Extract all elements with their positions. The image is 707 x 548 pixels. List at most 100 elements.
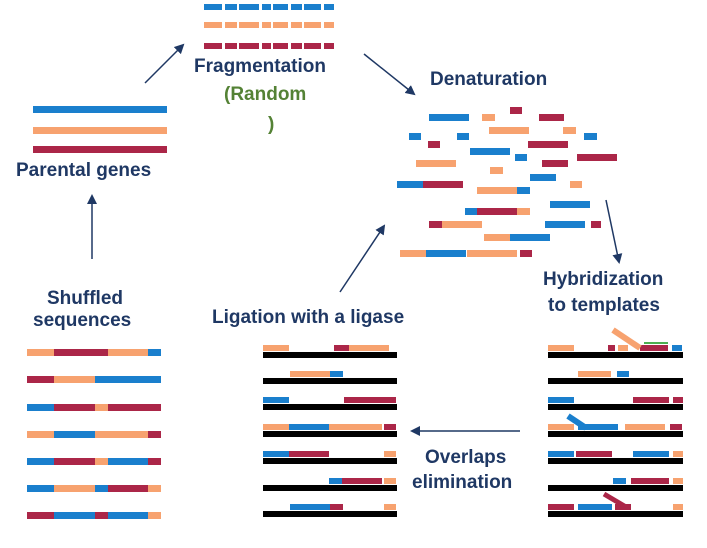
parental-gene-blue bbox=[33, 106, 167, 113]
shuffled-sequence-segment bbox=[108, 458, 148, 465]
fragment-piece bbox=[262, 43, 271, 49]
fragmentation-group bbox=[204, 4, 334, 49]
shuffled-sequence-segment bbox=[108, 512, 148, 519]
denatured-fragment bbox=[397, 181, 423, 188]
fragment-piece bbox=[239, 43, 259, 49]
hybridized-fragment bbox=[640, 345, 668, 351]
overlaps-label: Overlaps bbox=[425, 447, 507, 468]
shuffled-sequence-segment bbox=[108, 404, 148, 411]
template-strand bbox=[548, 458, 683, 464]
shuffled-sequence-segment bbox=[54, 512, 95, 519]
hybridized-fragment bbox=[633, 397, 669, 403]
denatured-fragment bbox=[530, 174, 556, 181]
fragment-piece bbox=[324, 22, 334, 28]
shuffled-sequence-segment bbox=[95, 404, 108, 411]
denatured-fragment bbox=[584, 133, 597, 140]
hybridized-fragment bbox=[576, 451, 612, 457]
ligated-fragment bbox=[290, 371, 330, 377]
denatured-fragment bbox=[577, 154, 617, 161]
shuffled-sequence-segment bbox=[148, 431, 161, 438]
hybridized-fragment bbox=[578, 424, 618, 430]
shuffled-sequence-segment bbox=[54, 458, 95, 465]
fragment-piece bbox=[304, 4, 321, 10]
shuffled-sequence-segment bbox=[148, 485, 161, 492]
denatured-fragment bbox=[570, 181, 582, 188]
fragment-piece bbox=[291, 43, 302, 49]
denatured-fragment bbox=[545, 221, 585, 228]
arrow-to-denaturation bbox=[363, 53, 416, 96]
shuffled-sequence-segment bbox=[54, 404, 95, 411]
shuffled-sequence-segment bbox=[148, 376, 161, 383]
denatured-fragment bbox=[542, 160, 568, 167]
hybridization-label: Hybridization bbox=[543, 269, 664, 290]
shuffled-sequence-segment bbox=[95, 512, 108, 519]
fragment-piece bbox=[291, 4, 302, 10]
denatured-fragment bbox=[429, 221, 442, 228]
ligated-fragment bbox=[384, 424, 396, 430]
ligated-fragment bbox=[384, 451, 396, 457]
fragment-piece bbox=[225, 43, 237, 49]
template-strand bbox=[548, 404, 683, 410]
fragmentation-label: Fragmentation bbox=[194, 56, 326, 77]
ligated-fragment bbox=[289, 424, 329, 430]
shuffled-sequence-segment bbox=[148, 458, 161, 465]
shuffled-sequence-segment bbox=[27, 376, 54, 383]
shuffled-sequence-segment bbox=[27, 512, 54, 519]
shuffled-sequence-segment bbox=[108, 376, 148, 383]
hybridized-fragment bbox=[617, 371, 629, 377]
ligated-fragment bbox=[330, 504, 343, 510]
denatured-fragment bbox=[520, 250, 532, 257]
fragment-piece bbox=[324, 43, 334, 49]
random-label-close: ) bbox=[268, 114, 275, 135]
sequences-label: sequences bbox=[33, 310, 132, 331]
shuffled-sequence-segment bbox=[27, 485, 54, 492]
hybridized-fragment bbox=[673, 451, 683, 457]
shuffled-sequence-segment bbox=[54, 376, 95, 383]
shuffled-sequence-segment bbox=[148, 404, 161, 411]
ligated-fragment bbox=[349, 345, 389, 351]
denatured-fragment bbox=[409, 133, 421, 140]
ligated-fragment bbox=[263, 451, 289, 457]
hybridized-fragment bbox=[548, 397, 574, 403]
overhang-flap bbox=[566, 413, 588, 431]
denatured-fragment bbox=[528, 141, 568, 148]
shuffled-sequence-segment bbox=[27, 458, 54, 465]
ligated-fragment bbox=[263, 424, 289, 430]
ligated-fragment bbox=[329, 424, 382, 430]
parental-genes-label: Parental genes bbox=[16, 160, 152, 181]
denatured-fragment bbox=[416, 160, 456, 167]
template-strand bbox=[548, 511, 683, 517]
denatured-fragment bbox=[423, 181, 463, 188]
denatured-fragment bbox=[426, 250, 466, 257]
shuffled-sequence-segment bbox=[54, 349, 95, 356]
template-strand bbox=[263, 485, 397, 491]
ligated-fragment bbox=[384, 504, 396, 510]
parental-gene-red bbox=[33, 146, 167, 153]
hybridized-fragment bbox=[548, 451, 574, 457]
template-strand bbox=[548, 431, 683, 437]
denatured-fragment bbox=[510, 234, 550, 241]
hybridization-group bbox=[548, 327, 683, 517]
shuffled-sequence-segment bbox=[27, 404, 54, 411]
hybridized-fragment bbox=[672, 345, 682, 351]
ligation-group bbox=[263, 345, 397, 517]
elimination-label: elimination bbox=[412, 472, 513, 493]
fragment-piece bbox=[225, 22, 237, 28]
ligation-label: Ligation with a ligase bbox=[212, 307, 405, 328]
denatured-fragment bbox=[490, 167, 503, 174]
ligated-fragment bbox=[329, 478, 342, 484]
fragment-piece bbox=[304, 22, 321, 28]
hybridized-fragment bbox=[578, 371, 611, 377]
hybridized-fragment bbox=[548, 424, 574, 430]
shuffled-sequence-segment bbox=[27, 349, 54, 356]
fragment-piece bbox=[291, 22, 302, 28]
denatured-fragment bbox=[467, 250, 517, 257]
denatured-fragment bbox=[400, 250, 426, 257]
fragment-piece bbox=[204, 22, 222, 28]
denatured-fragment bbox=[563, 127, 576, 134]
shuffled-sequence-segment bbox=[95, 376, 108, 383]
fragment-piece bbox=[225, 4, 237, 10]
template-strand bbox=[263, 458, 397, 464]
